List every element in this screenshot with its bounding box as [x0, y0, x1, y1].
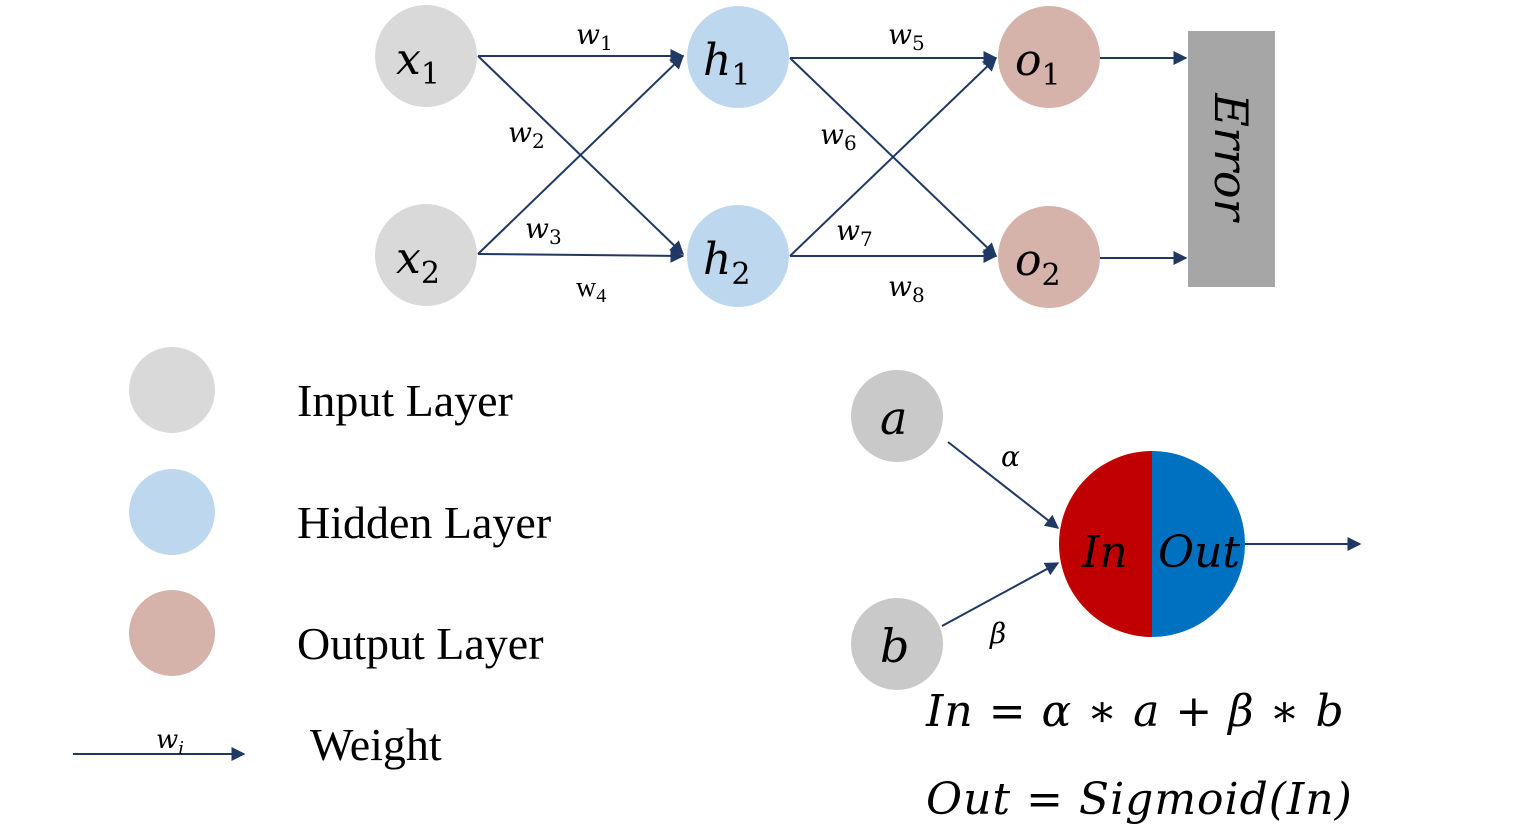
node-o1 [998, 6, 1100, 108]
node-x2 [375, 204, 477, 306]
formula-in: In = α ∗ a + β ∗ b [926, 686, 1345, 737]
node-o2 [998, 206, 1100, 308]
neuron-input-a-label: a [880, 391, 907, 445]
legend-weight-label: Weight [310, 719, 442, 770]
neuron-input-b-label: b [880, 619, 909, 673]
legend-input-swatch [129, 347, 215, 433]
node-x1 [375, 5, 477, 107]
neuron-in-label: In [1081, 527, 1128, 578]
edge-x2-h1 [477, 55, 685, 255]
legend-weight-symbol: wi [156, 725, 184, 759]
weight-label-w4: w4 [576, 272, 606, 307]
neuron-out-label: Out [1158, 527, 1240, 578]
edge-b-neuron [941, 562, 1060, 627]
legend-hidden-swatch [129, 469, 215, 555]
edge-h2-o1 [789, 57, 998, 257]
error-box [1188, 31, 1275, 287]
weight-label-w1: w1 [576, 18, 613, 55]
weight-label-w8: w8 [888, 270, 925, 307]
weight-label-w2: w2 [508, 116, 545, 153]
edge-x2-h2 [477, 248, 685, 263]
formula-out: Out = Sigmoid(In) [926, 774, 1353, 825]
beta-label: β [989, 617, 1006, 650]
alpha-label: α [1001, 440, 1020, 473]
label-x2: x2 [396, 233, 440, 291]
legend-output-swatch [129, 590, 215, 676]
weight-label-w5: w5 [888, 18, 925, 55]
node-h2 [687, 205, 789, 307]
weight-label-w6: w6 [820, 118, 857, 155]
label-x1: x1 [396, 34, 440, 92]
label-h2: h2 [703, 234, 750, 292]
label-o2: o2 [1015, 235, 1061, 293]
neuron-out-half [1152, 451, 1245, 637]
label-h1: h1 [703, 35, 750, 93]
edge-a-neuron [947, 441, 1060, 529]
legend-output-label: Output Layer [297, 618, 544, 669]
node-h1 [687, 6, 789, 108]
neuron-input-b [851, 598, 943, 690]
neuron-input-a [851, 370, 943, 462]
weight-label-w3: w3 [525, 212, 562, 249]
weight-label-w7: w7 [836, 214, 873, 251]
label-o1: o1 [1015, 35, 1061, 93]
error-label: Error [1204, 92, 1258, 223]
legend-input-label: Input Layer [297, 375, 513, 426]
legend-hidden-label: Hidden Layer [297, 497, 552, 548]
neuron-in-half [1059, 451, 1152, 637]
